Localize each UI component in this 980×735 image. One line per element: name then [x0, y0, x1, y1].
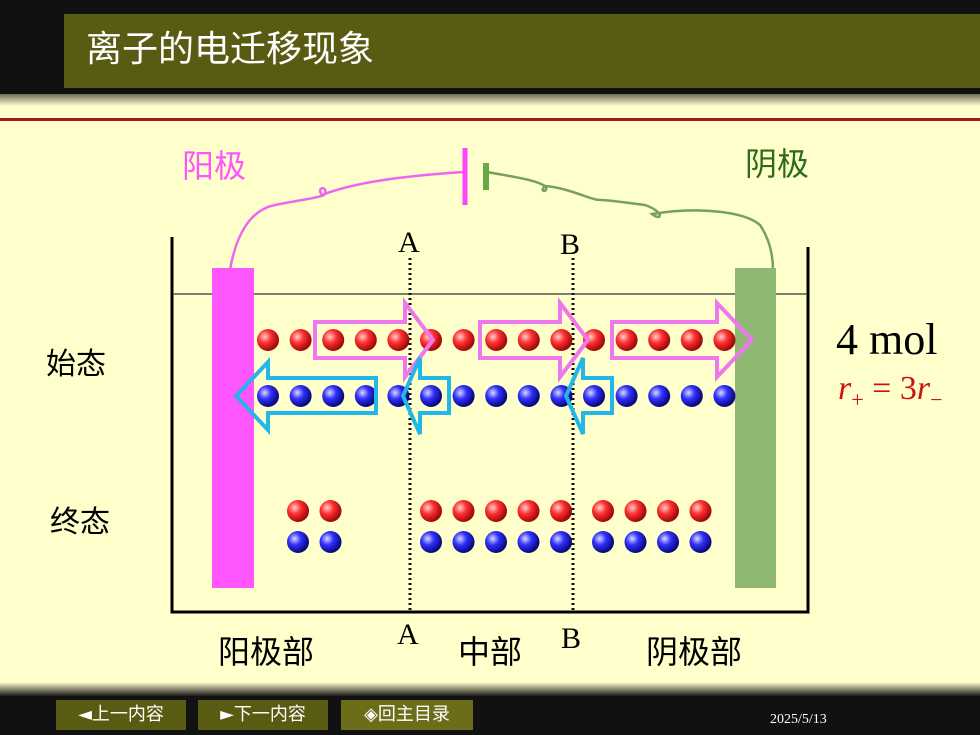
initial-cations-row [257, 329, 736, 351]
initial-state-label: 始态 [46, 347, 106, 382]
cation-ion [452, 500, 475, 522]
cation-ion [485, 500, 507, 522]
cation-ion [517, 500, 540, 522]
anion-ion [485, 385, 508, 407]
cathode-wire [486, 170, 775, 271]
title-bar: 离子的电迁移现象 [64, 14, 980, 88]
anion-ion [592, 531, 614, 553]
cation-ion [354, 329, 377, 351]
cation-ion [257, 329, 279, 351]
anion-ion [713, 385, 736, 407]
cation-ion [680, 329, 703, 351]
cation-ion [550, 500, 572, 522]
cation-ion [615, 329, 638, 351]
anion-ion [354, 385, 377, 407]
cation-ion [657, 500, 679, 522]
anion-arrow-3 [563, 357, 614, 435]
anion-ion [257, 385, 279, 407]
anode-region-label: 阳极部 [218, 633, 315, 671]
anode-wire [228, 170, 464, 271]
initial-anions-row [257, 385, 736, 407]
section-b-top-label: B [560, 228, 581, 261]
final-cations-row [287, 500, 712, 522]
ratio-r2: r [916, 370, 931, 407]
section-a-bottom-label: A [397, 618, 419, 651]
ratio-eq: = 3 [863, 370, 917, 407]
cation-ion [485, 329, 508, 351]
anion-ion [689, 531, 712, 553]
final-state-label: 终态 [50, 505, 110, 540]
home-button[interactable]: ◈回主目录 [341, 700, 473, 730]
cation-ion [287, 500, 309, 522]
section-b-bottom-label: B [561, 622, 582, 655]
anion-ion [583, 385, 605, 407]
anion-ion [319, 531, 342, 553]
cation-ion [648, 329, 671, 351]
title-underline [0, 118, 980, 121]
cation-ion [452, 329, 475, 351]
cation-ion [322, 329, 345, 351]
amount-label: 4 mol [836, 315, 938, 364]
anion-ion [452, 531, 475, 553]
cation-ion [583, 329, 605, 351]
anion-ion [615, 385, 638, 407]
anion-ion [517, 531, 540, 553]
anion-ion [680, 385, 703, 407]
anion-ion [420, 385, 442, 407]
cation-ion [289, 329, 312, 351]
prev-button[interactable]: ◄上一内容 [56, 700, 186, 730]
cation-arrow-3 [610, 297, 755, 383]
anion-ion [657, 531, 679, 553]
cation-ion [713, 329, 736, 351]
cation-arrow-2 [478, 297, 591, 383]
anion-arrow-1 [233, 356, 378, 436]
anion-arrow-2 [400, 357, 451, 435]
anion-ion [550, 531, 572, 553]
cation-ion [319, 500, 342, 522]
slide-date: 2025/5/13 [770, 712, 827, 727]
cation-ion [420, 500, 442, 522]
canvas-top-shade [0, 94, 980, 106]
anion-ion [517, 385, 540, 407]
cation-ion [517, 329, 540, 351]
anion-ion [452, 385, 475, 407]
cation-ion [550, 329, 573, 351]
footer-shade [0, 682, 980, 696]
anion-ion [420, 531, 442, 553]
electrolysis-tank [170, 237, 810, 614]
anion-ion [322, 385, 345, 407]
section-a-top-label: A [398, 226, 420, 259]
final-anions-row [287, 531, 712, 553]
cation-ion [689, 500, 712, 522]
next-button[interactable]: ►下一内容 [198, 700, 328, 730]
anion-ion [287, 531, 309, 553]
slide-title: 离子的电迁移现象 [86, 29, 375, 70]
anion-ion [485, 531, 507, 553]
cathode-label: 阴极 [745, 145, 810, 183]
anode-label: 阳极 [182, 147, 247, 185]
ratio-sub-minus: − [930, 386, 943, 412]
anion-ion [624, 531, 647, 553]
cation-ion [624, 500, 647, 522]
cation-ion [387, 329, 410, 351]
anode-electrode [212, 268, 254, 588]
cathode-region-label: 阴极部 [646, 633, 743, 671]
radius-ratio: r+ = 3r− [838, 372, 943, 411]
anion-ion [289, 385, 312, 407]
ratio-r1: r [838, 370, 852, 407]
middle-region-label: 中部 [458, 633, 523, 671]
cation-ion [592, 500, 614, 522]
ratio-sub-plus: + [851, 386, 864, 412]
cathode-electrode [735, 268, 776, 588]
anion-ion [648, 385, 671, 407]
